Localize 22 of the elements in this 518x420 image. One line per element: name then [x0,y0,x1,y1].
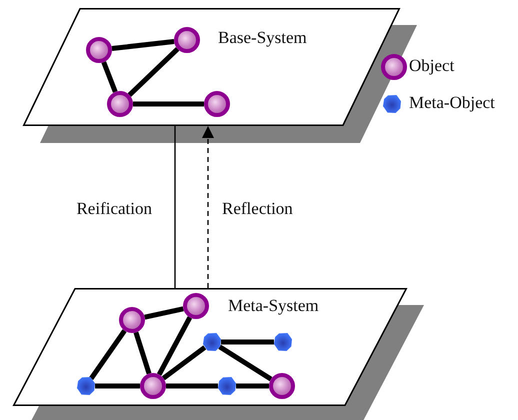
connector-line [174,126,176,288]
legend-label: Meta-Object [409,93,495,113]
connector-line [162,345,206,380]
connector-line [89,329,127,380]
connector-line [133,102,204,106]
plane-title: Base-System [218,28,307,48]
connector-line [218,344,272,382]
plane-title: Meta-System [228,296,319,316]
arrow [202,126,214,288]
connector-line [128,47,180,97]
connector-line [166,384,218,388]
system-plane [23,8,400,126]
connector-line [112,38,174,52]
connector-line [134,332,152,374]
connector-line [101,61,118,93]
connector-line [236,384,269,388]
connector-line [95,384,140,388]
connector-line [156,316,192,376]
connector-line [144,306,184,320]
legend-label: Object [409,56,454,76]
system-plane [13,288,407,406]
connector-line [221,340,274,344]
